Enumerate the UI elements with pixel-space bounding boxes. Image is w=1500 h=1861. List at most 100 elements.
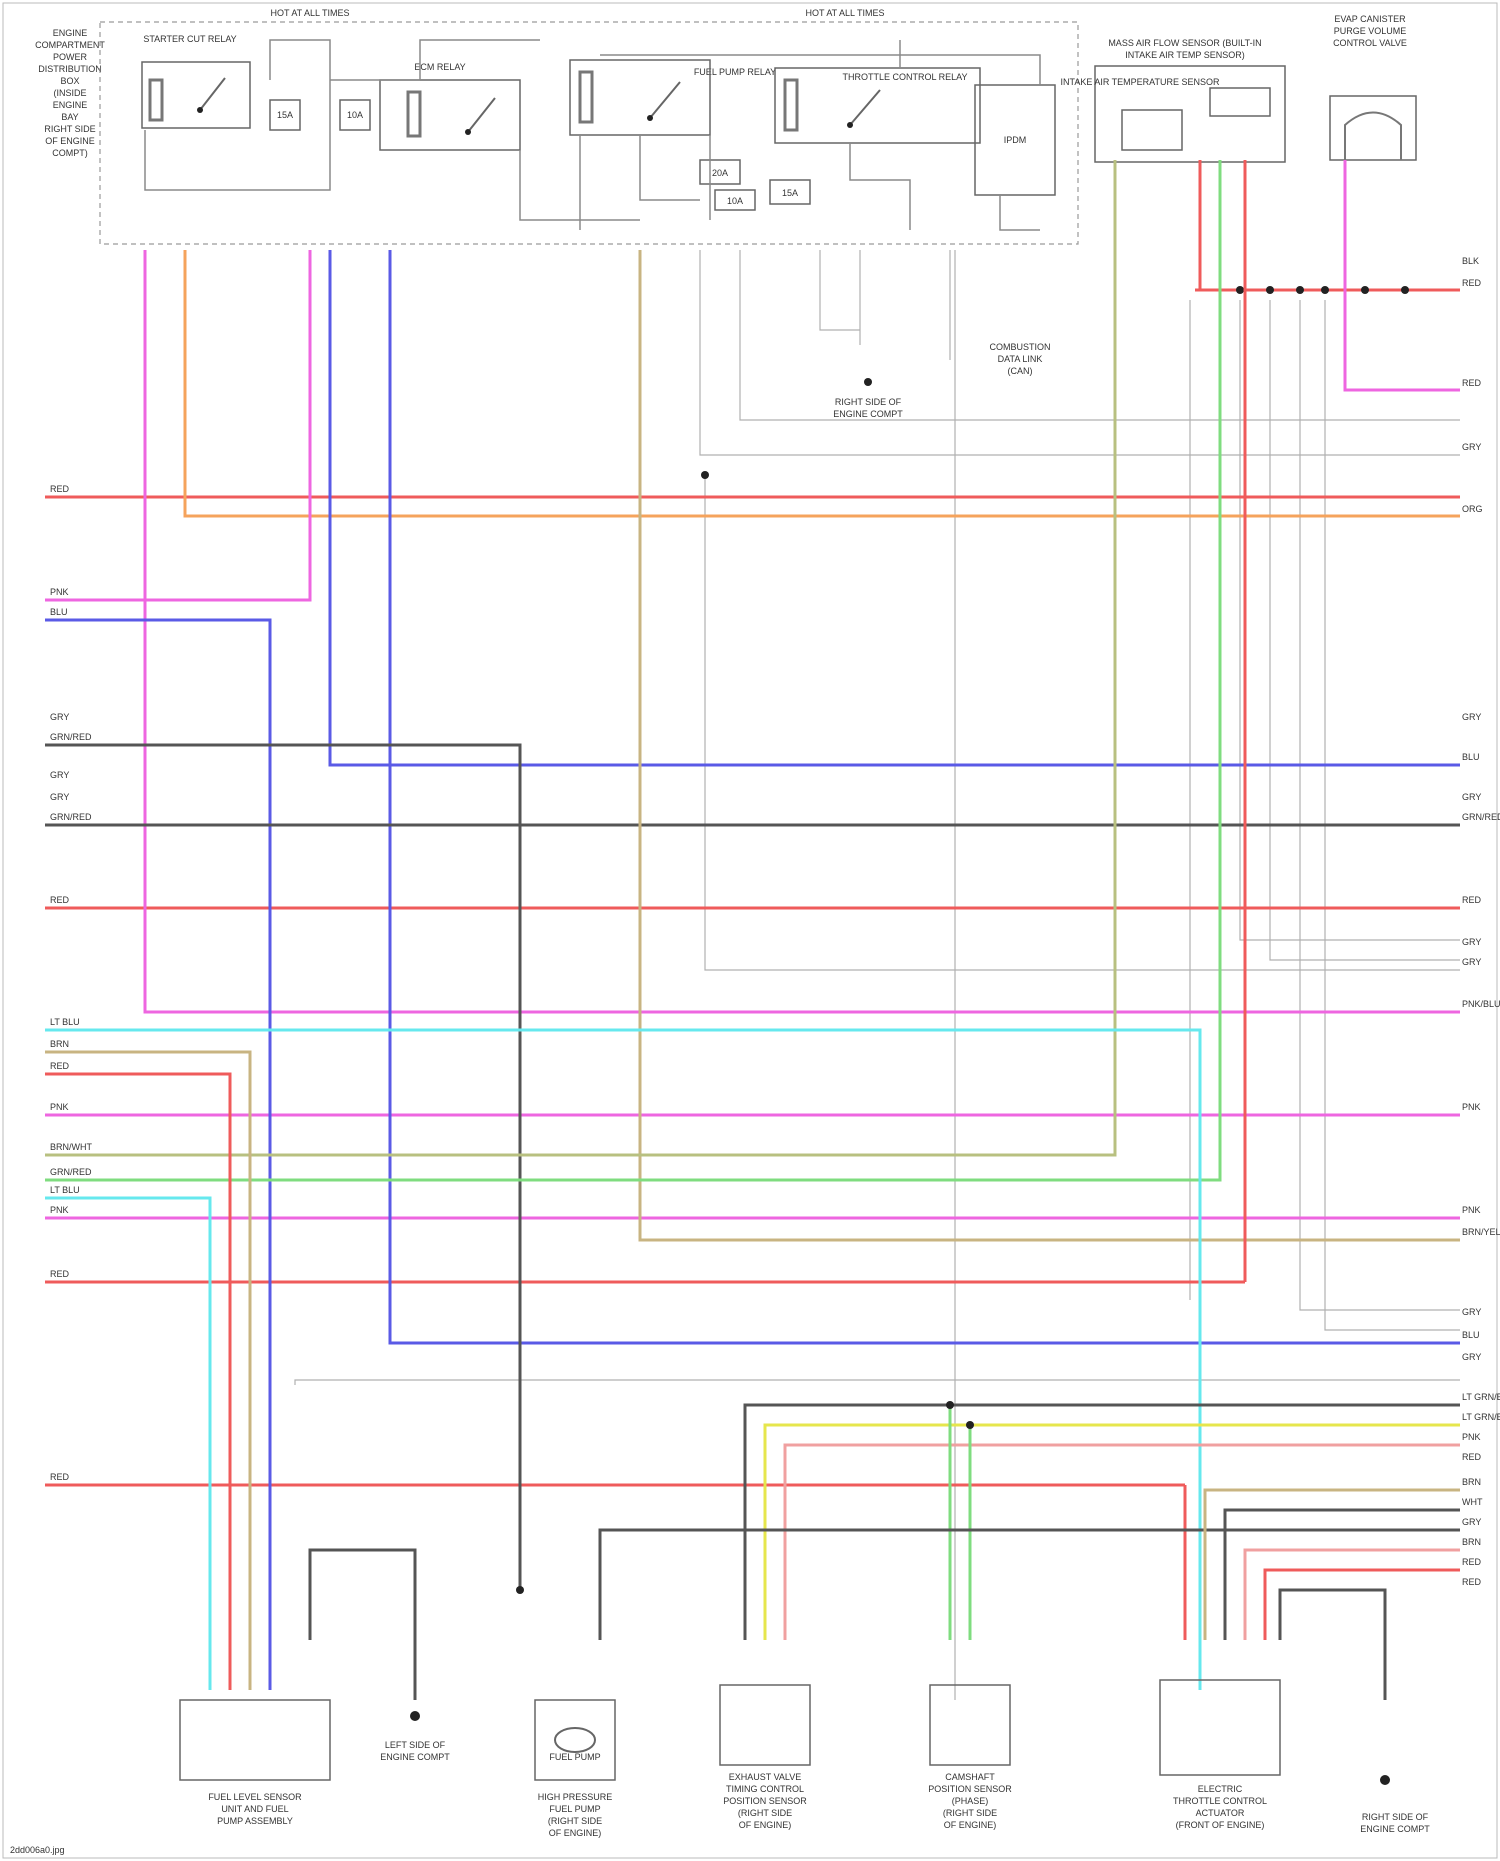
svg-text:ENGINE COMPT: ENGINE COMPT [380,1752,450,1762]
svg-text:TIMING CONTROL: TIMING CONTROL [726,1784,804,1794]
svg-text:GRY: GRY [1462,1307,1481,1317]
svg-text:POSITION SENSOR: POSITION SENSOR [928,1784,1012,1794]
svg-text:CONTROL VALVE: CONTROL VALVE [1333,38,1407,48]
svg-text:PNK: PNK [50,1205,69,1215]
svg-text:IPDM: IPDM [1004,135,1027,145]
svg-text:UNIT AND FUEL: UNIT AND FUEL [221,1804,288,1814]
svg-text:10A: 10A [347,110,363,120]
svg-text:FUEL PUMP: FUEL PUMP [549,1752,600,1762]
svg-text:10A: 10A [727,196,743,206]
svg-text:DISTRIBUTION: DISTRIBUTION [38,64,102,74]
svg-text:PNK: PNK [1462,1102,1481,1112]
svg-text:COMPARTMENT: COMPARTMENT [35,40,105,50]
svg-text:GRY: GRY [1462,712,1481,722]
svg-text:ACTUATOR: ACTUATOR [1196,1808,1245,1818]
svg-text:OF ENGINE): OF ENGINE) [549,1828,602,1838]
right-wire-labels: RED BLK RED ORG GRY BLU GRY GRY GRN/RED … [1462,256,1500,1587]
svg-text:LT BLU: LT BLU [50,1017,80,1027]
power-distribution-label: ENGINE COMPARTMENT POWER DISTRIBUTION BO… [35,28,105,158]
svg-text:RED: RED [1462,895,1482,905]
svg-text:HIGH PRESSURE: HIGH PRESSURE [538,1792,613,1802]
svg-text:GRN/RED: GRN/RED [50,812,92,822]
svg-text:RED: RED [50,484,70,494]
svg-text:LT BLU: LT BLU [50,1185,80,1195]
ground-label-1: RIGHT SIDE OF ENGINE COMPT [833,378,903,419]
fuel-level-sensor-unit: FUEL LEVEL SENSOR UNIT AND FUEL PUMP ASS… [180,1700,330,1826]
svg-text:BLU: BLU [50,607,68,617]
svg-text:(CAN): (CAN) [1008,366,1033,376]
svg-text:GRY: GRY [1462,1352,1481,1362]
svg-text:RED: RED [1462,278,1482,288]
svg-text:GRY: GRY [1462,1517,1481,1527]
svg-text:RED: RED [1462,1577,1482,1587]
fuses: 15A 10A 20A 15A 10A [270,100,810,210]
svg-text:THROTTLE CONTROL RELAY: THROTTLE CONTROL RELAY [842,72,967,82]
svg-text:PNK: PNK [1462,1432,1481,1442]
svg-text:PURGE VOLUME: PURGE VOLUME [1334,26,1407,36]
high-pressure-fuel-pump: FUEL PUMP HIGH PRESSURE FUEL PUMP (RIGHT… [535,1700,615,1838]
footer-filename: 2dd006a0.jpg [10,1845,65,1855]
svg-text:BLK: BLK [1462,256,1479,266]
starter-cut-relay: STARTER CUT RELAY [142,34,250,128]
svg-text:FUEL PUMP RELAY: FUEL PUMP RELAY [694,67,776,77]
ecm-relay: ECM RELAY [380,62,520,150]
throttle-control-relay: THROTTLE CONTROL RELAY [775,68,980,143]
svg-text:ECM RELAY: ECM RELAY [414,62,465,72]
svg-text:RED: RED [50,1472,70,1482]
svg-text:RIGHT SIDE OF: RIGHT SIDE OF [1362,1812,1429,1822]
svg-text:CAMSHAFT: CAMSHAFT [945,1772,995,1782]
main-colored-wires [45,160,1460,1700]
svg-text:RIGHT SIDE: RIGHT SIDE [44,124,95,134]
svg-text:(RIGHT SIDE: (RIGHT SIDE [548,1816,602,1826]
svg-text:EXHAUST VALVE: EXHAUST VALVE [729,1772,802,1782]
svg-text:LEFT SIDE OF: LEFT SIDE OF [385,1740,446,1750]
camshaft-position-sensor: CAMSHAFT POSITION SENSOR (PHASE) (RIGHT … [928,1685,1012,1830]
svg-text:OF ENGINE): OF ENGINE) [944,1820,997,1830]
svg-text:COMPT): COMPT) [52,148,88,158]
svg-text:BOX: BOX [60,76,79,86]
svg-text:OF ENGINE: OF ENGINE [45,136,95,146]
svg-text:RED: RED [1462,1452,1482,1462]
svg-text:RED: RED [1462,378,1482,388]
svg-text:PNK: PNK [50,587,69,597]
svg-text:INTAKE AIR TEMPERATURE SENSOR: INTAKE AIR TEMPERATURE SENSOR [1060,77,1220,87]
svg-text:THROTTLE CONTROL: THROTTLE CONTROL [1173,1796,1267,1806]
svg-text:GRY: GRY [50,770,69,780]
right-bus-row [1195,286,1460,294]
fuel-pump-relay: FUEL PUMP RELAY [570,60,776,135]
svg-text:ORG: ORG [1462,504,1483,514]
svg-text:BRN: BRN [1462,1537,1481,1547]
svg-text:GRY: GRY [1462,792,1481,802]
svg-text:GRY: GRY [50,712,69,722]
svg-text:EVAP CANISTER: EVAP CANISTER [1334,14,1406,24]
svg-text:(FRONT OF ENGINE): (FRONT OF ENGINE) [1176,1820,1265,1830]
svg-text:(INSIDE: (INSIDE [53,88,86,98]
svg-text:RIGHT SIDE OF: RIGHT SIDE OF [835,397,902,407]
top-title-right: HOT AT ALL TIMES [805,8,884,18]
top-title-left: HOT AT ALL TIMES [270,8,349,18]
svg-text:INTAKE AIR TEMP SENSOR): INTAKE AIR TEMP SENSOR) [1125,50,1245,60]
svg-text:20A: 20A [712,168,728,178]
svg-text:PNK: PNK [1462,1205,1481,1215]
svg-text:GRN/RED: GRN/RED [50,1167,92,1177]
svg-text:COMBUSTION: COMBUSTION [989,342,1050,352]
svg-text:RED: RED [50,895,70,905]
svg-text:BAY: BAY [61,112,78,122]
svg-text:MASS AIR FLOW SENSOR (BUILT-IN: MASS AIR FLOW SENSOR (BUILT-IN [1108,38,1261,48]
exhaust-valve-timing-sensor: EXHAUST VALVE TIMING CONTROL POSITION SE… [720,1685,810,1830]
svg-text:(PHASE): (PHASE) [952,1796,989,1806]
svg-text:FUEL PUMP: FUEL PUMP [549,1804,600,1814]
svg-text:STARTER CUT RELAY: STARTER CUT RELAY [143,34,236,44]
thin-gray-routes [295,250,1460,1700]
svg-text:POWER: POWER [53,52,88,62]
svg-text:RED: RED [1462,1557,1482,1567]
svg-text:15A: 15A [782,188,798,198]
svg-text:WHT: WHT [1462,1497,1483,1507]
evap-purge-valve: EVAP CANISTER PURGE VOLUME CONTROL VALVE [1330,14,1416,160]
svg-text:POSITION SENSOR: POSITION SENSOR [723,1796,807,1806]
svg-text:RED: RED [50,1269,70,1279]
svg-text:BLU: BLU [1462,752,1480,762]
svg-text:PNK/BLU: PNK/BLU [1462,999,1500,1009]
svg-text:GRY: GRY [1462,957,1481,967]
svg-text:BRN: BRN [1462,1477,1481,1487]
